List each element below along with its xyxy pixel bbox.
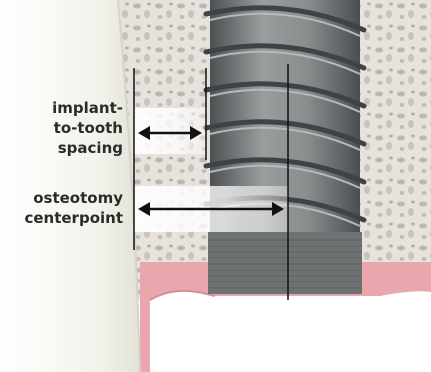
spacing-label-line-3: spacing (52, 138, 123, 158)
spacing-label-line-1: implant- (52, 98, 123, 118)
osteotomy-label: osteotomy centerpoint (24, 188, 123, 228)
osteotomy-label-line-1: osteotomy (24, 188, 123, 208)
implant (206, 0, 364, 294)
adjacent-tooth (0, 0, 140, 372)
osteotomy-label-line-2: centerpoint (24, 208, 123, 228)
spacing-label-line-2: to-tooth (52, 118, 123, 138)
gum-inner (150, 291, 431, 372)
spacing-label: implant- to-tooth spacing (52, 98, 123, 158)
implant-collar (208, 232, 362, 294)
